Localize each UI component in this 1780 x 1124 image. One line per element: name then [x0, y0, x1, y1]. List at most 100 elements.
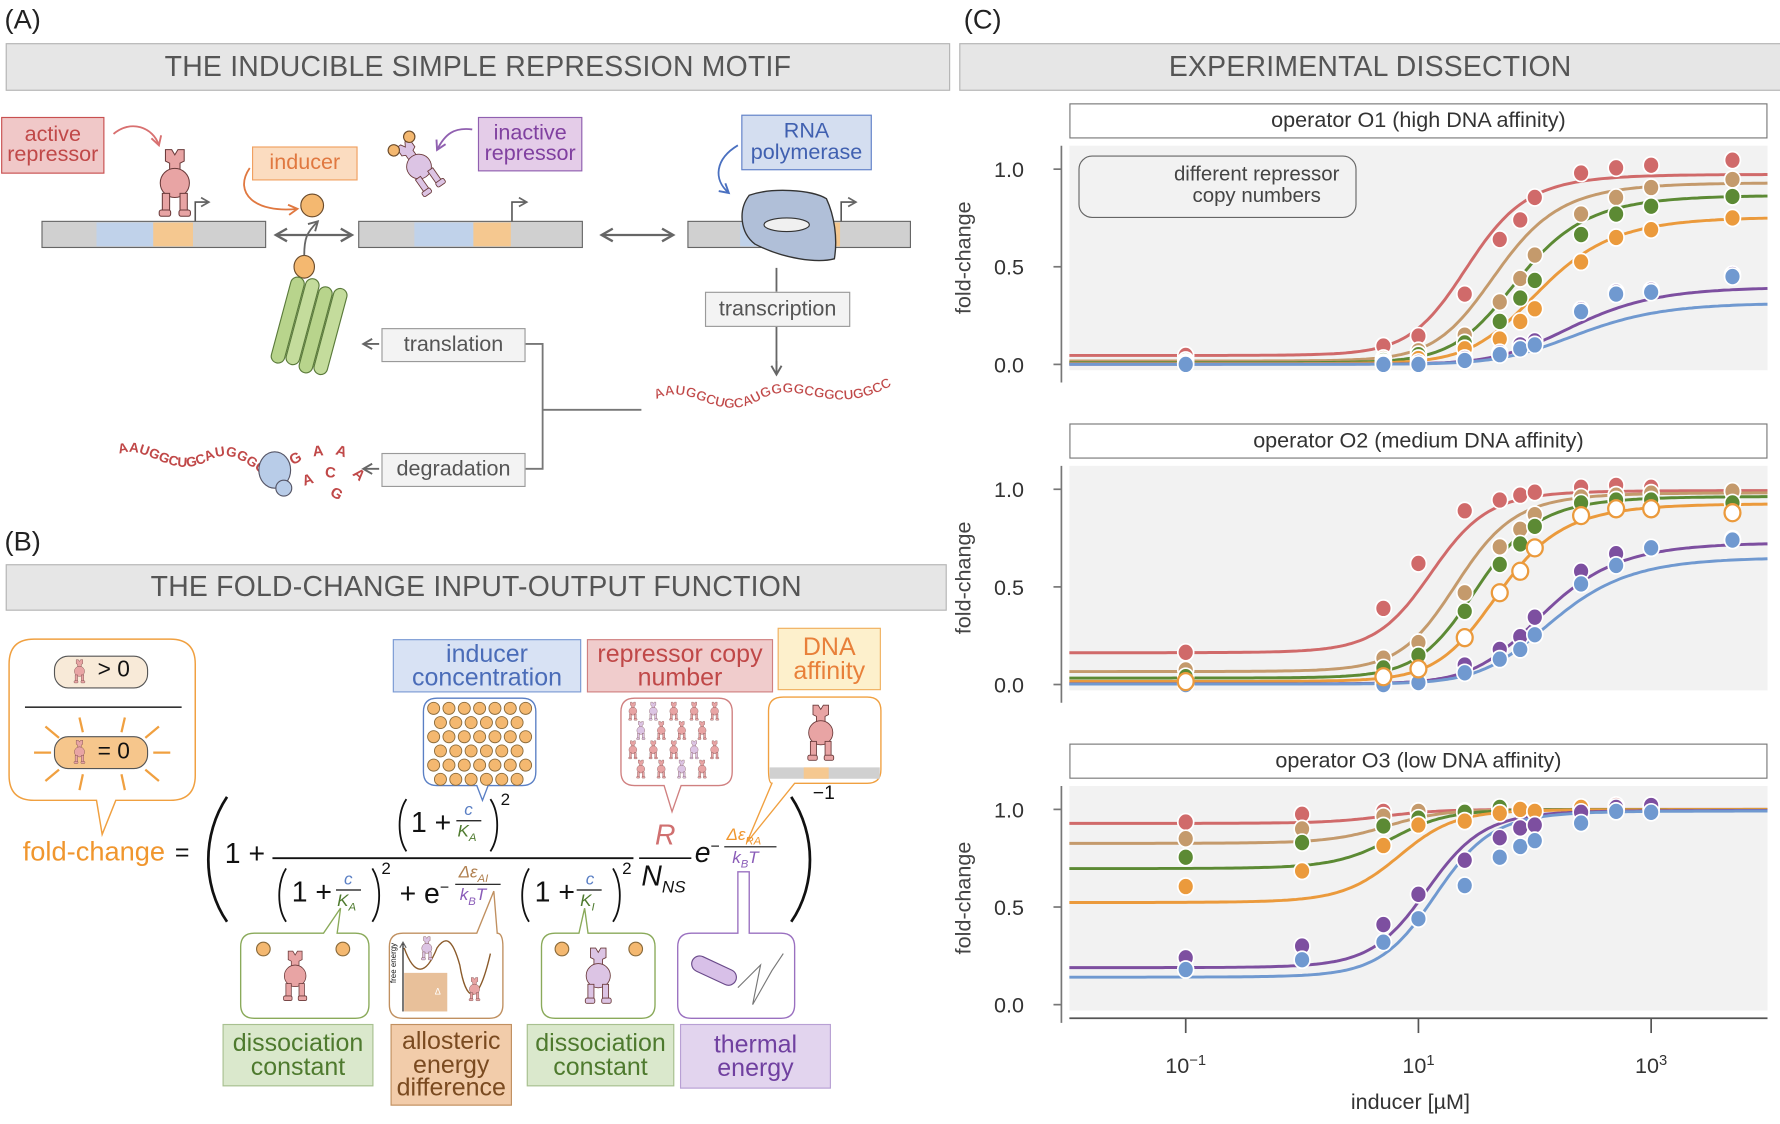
plus-e: + e: [399, 877, 440, 910]
data-point: [1642, 220, 1660, 240]
thermal-energy-label: thermal energy: [679, 1023, 831, 1089]
data-point: [1374, 667, 1393, 687]
data-point: [1525, 607, 1544, 627]
panel-letter-c: (C): [963, 4, 1002, 36]
data-point: [1455, 501, 1474, 521]
minus: −: [439, 877, 450, 896]
data-point: [1176, 877, 1195, 896]
inducer-dot: [442, 701, 456, 715]
ns-subscript: NS: [661, 877, 686, 897]
data-point: [1374, 915, 1393, 934]
data-point: [1511, 640, 1530, 659]
data-point: [1511, 818, 1530, 838]
data-point: [1525, 815, 1544, 835]
data-point: [1409, 554, 1428, 573]
data-point: [1455, 850, 1474, 870]
data-point: [1176, 812, 1195, 832]
inducer-molecule-icon: [300, 193, 325, 218]
dna-affinity-label: DNA affinity: [777, 627, 881, 691]
inducer-concentration-bubble: [422, 697, 537, 803]
translation-label: translation: [381, 328, 526, 363]
inducer-dot: [479, 716, 493, 730]
data-point: [1490, 312, 1509, 331]
dissociation-constant-a-label: dissociation constant: [222, 1023, 374, 1087]
data-point: [1490, 230, 1509, 249]
y-tick-label: 1.0: [994, 797, 1024, 822]
data-point: [1723, 208, 1742, 228]
big-paren-right: [790, 796, 812, 923]
data-point: [1176, 355, 1195, 374]
data-point: [1455, 663, 1474, 683]
repressor-copy-number-bubble: [620, 697, 733, 814]
degradation-label: degradation: [381, 452, 526, 488]
legend-line-2: copy numbers: [1192, 183, 1321, 207]
inducer-dot: [519, 730, 533, 744]
data-point: [1409, 659, 1428, 679]
data-point: [1525, 299, 1544, 319]
data-point: [1607, 284, 1625, 304]
data-point: [1455, 876, 1474, 895]
protein-tetramer-icon: [270, 276, 348, 376]
delta-eps: Δε: [458, 862, 478, 883]
inducer-dot: [473, 701, 487, 715]
data-point: [1455, 284, 1474, 304]
cell-top-value: > 0: [97, 657, 130, 683]
data-point: [1490, 292, 1509, 312]
eq-nns: NNS: [641, 862, 686, 897]
released-base: A: [334, 443, 349, 462]
data-point: [1409, 909, 1428, 929]
data-point: [1409, 815, 1428, 835]
inducer-dot: [427, 758, 441, 772]
active-repressor-label: active repressor: [1, 116, 105, 174]
y-tick-label: 0.0: [994, 672, 1024, 697]
eq-c: c: [343, 869, 353, 889]
chart-panel-3: 0.00.51.0: [994, 785, 1768, 1023]
thermal-energy-bubble: [677, 871, 796, 1019]
data-point: [1511, 339, 1530, 359]
data-point: [1490, 555, 1509, 574]
data-point: [1293, 950, 1311, 970]
a-subscript: A: [468, 832, 477, 845]
data-point: [1642, 538, 1660, 558]
inactive-repressor-icon: [387, 130, 447, 198]
eq-den-one-plus-2: 1 +: [534, 876, 575, 909]
eq-r: R: [655, 819, 676, 852]
data-point: [1490, 345, 1509, 365]
data-point: [1176, 671, 1195, 692]
inducer-dot: [457, 730, 471, 744]
inducer-dot: [457, 758, 471, 772]
k-boltzmann: k: [459, 885, 469, 905]
chart-panel-2: 0.00.51.0: [994, 465, 1768, 703]
data-point: [1572, 225, 1590, 244]
released-base: C: [324, 465, 337, 482]
t-symbol: T: [475, 885, 487, 905]
data-point: [1572, 813, 1590, 833]
delta-label: Δ: [434, 986, 441, 997]
k-symbol: K: [580, 891, 592, 911]
eq-kbt: kBT: [460, 887, 486, 909]
x-axis: [1069, 1017, 1768, 1034]
data-point: [1525, 188, 1544, 207]
legend-line-1: different repressor: [1173, 162, 1340, 186]
inducer-dot: [488, 758, 502, 772]
data-point: [1607, 228, 1625, 247]
ai-subscript: AI: [477, 872, 489, 886]
data-point: [1490, 537, 1509, 557]
inducer-dot: [449, 716, 463, 730]
e-symbol: e: [694, 837, 711, 869]
a-subscript: A: [348, 901, 357, 914]
inducer-dot: [427, 730, 441, 744]
k-symbol: K: [457, 821, 469, 842]
chart-title-o3: operator O3 (low DNA affinity): [1069, 743, 1768, 779]
data-point: [1511, 534, 1530, 554]
y-tick-label: 1.0: [994, 477, 1024, 502]
data-point: [1572, 505, 1591, 526]
data-point: [1511, 800, 1530, 819]
delta-eps: Δε: [726, 825, 746, 845]
eq-plus-e: + e−: [400, 879, 450, 909]
data-point: [1723, 530, 1742, 550]
data-point: [1525, 271, 1544, 290]
k-symbol: K: [337, 891, 349, 911]
data-point: [1525, 335, 1544, 355]
